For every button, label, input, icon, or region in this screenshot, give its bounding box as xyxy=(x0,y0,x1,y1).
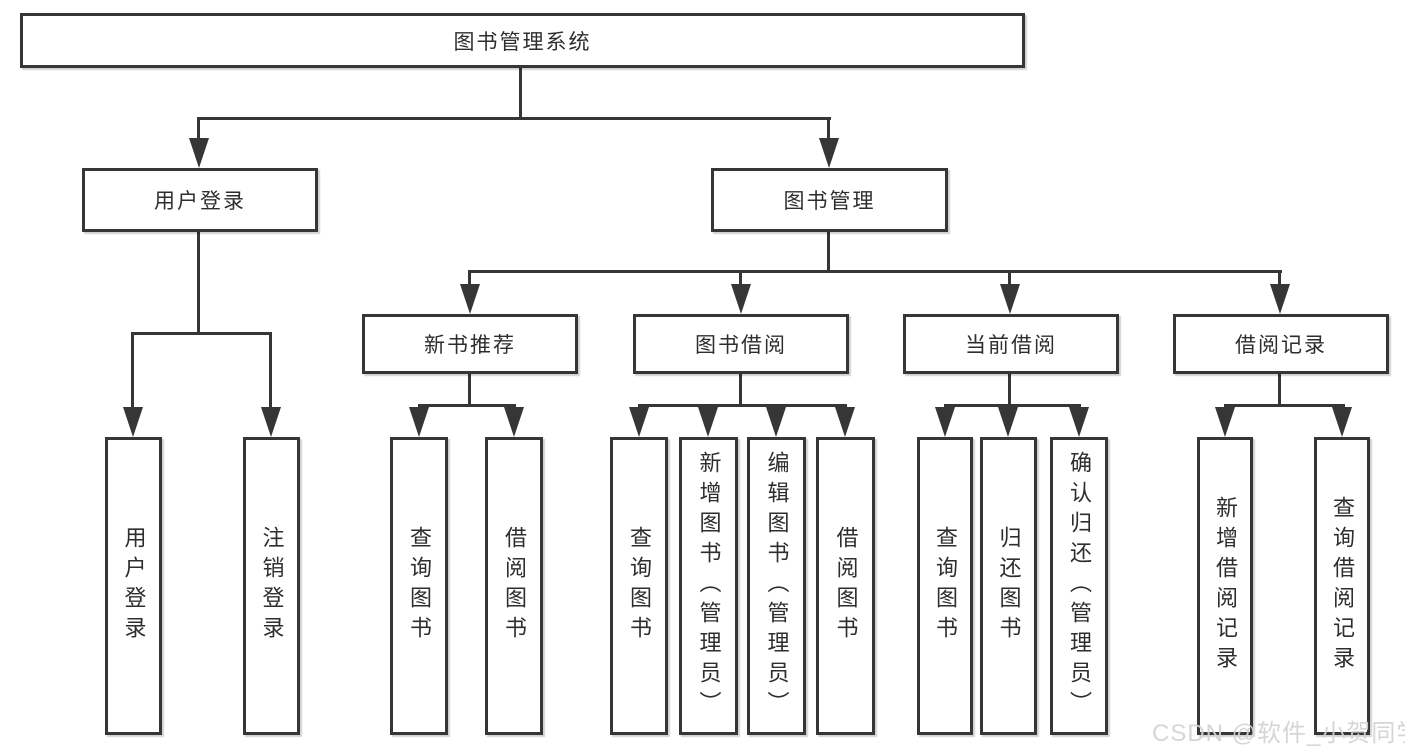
connector-drop-current xyxy=(1008,270,1011,288)
connector-drop-leaf-logout xyxy=(269,332,272,410)
connector-drop-records xyxy=(1278,270,1281,288)
leaf-confirm-return-admin: 确认归还（管理员） xyxy=(1050,437,1108,735)
arrowhead-down xyxy=(698,407,718,437)
node-root-label: 图书管理系统 xyxy=(453,30,592,54)
arrowhead-down xyxy=(998,407,1018,437)
connector-login-bar xyxy=(131,332,272,335)
node-book-borrow-label: 图书借阅 xyxy=(695,334,787,357)
arrowhead-down xyxy=(189,138,209,168)
leaf-confirm-return-admin-label: 确认归还（管理员） xyxy=(1067,451,1092,721)
node-user-login: 用户登录 xyxy=(82,168,318,232)
leaf-logout: 注销登录 xyxy=(243,437,300,735)
leaf-rec-query-book-label: 查询图书 xyxy=(407,526,432,646)
arrowhead-down xyxy=(835,407,855,437)
arrowhead-down xyxy=(1332,407,1352,437)
node-book-mgmt: 图书管理 xyxy=(711,168,948,232)
connector-drop-login xyxy=(197,117,200,142)
csdn-watermark: CSDN @软件_小贺同学 xyxy=(1152,720,1405,747)
arrowhead-down xyxy=(766,407,786,437)
arrowhead-down xyxy=(261,407,281,437)
connector-rec-stem xyxy=(468,374,471,407)
node-new-book-rec-label: 新书推荐 xyxy=(424,334,516,357)
leaf-query-borrow-record-label: 查询借阅记录 xyxy=(1330,496,1355,676)
arrowhead-down xyxy=(1069,407,1089,437)
connector-mgmt-stem xyxy=(827,232,830,273)
leaf-rec-borrow-book: 借阅图书 xyxy=(485,437,543,735)
connector-drop-rec xyxy=(468,270,471,288)
node-borrow-records: 借阅记录 xyxy=(1173,314,1389,374)
arrowhead-down xyxy=(1215,407,1235,437)
node-new-book-rec: 新书推荐 xyxy=(362,314,578,374)
leaf-query-borrow-record: 查询借阅记录 xyxy=(1314,437,1370,735)
connector-borrow-stem xyxy=(739,374,742,407)
leaf-cur-query-book-label: 查询图书 xyxy=(933,526,958,646)
connector-current-stem xyxy=(1008,374,1011,407)
leaf-return-book-label: 归还图书 xyxy=(996,526,1022,646)
leaf-user-login: 用户登录 xyxy=(105,437,162,735)
node-borrow-records-label: 借阅记录 xyxy=(1235,334,1327,357)
leaf-add-borrow-record: 新增借阅记录 xyxy=(1197,437,1253,735)
leaf-rec-query-book: 查询图书 xyxy=(390,437,448,735)
leaf-add-book-admin: 新增图书（管理员） xyxy=(679,437,738,735)
leaf-borrow-query-book-label: 查询图书 xyxy=(627,526,652,646)
leaf-borrow-query-book: 查询图书 xyxy=(610,437,668,735)
connector-mgmt-bar xyxy=(468,270,1282,273)
leaf-borrow-book: 借阅图书 xyxy=(816,437,875,735)
connector-drop-leaf-login xyxy=(131,332,134,410)
arrowhead-down xyxy=(409,407,429,437)
node-current-borrow-label: 当前借阅 xyxy=(965,334,1057,357)
leaf-add-book-admin-label: 新增图书（管理员） xyxy=(696,451,722,721)
leaf-return-book: 归还图书 xyxy=(980,437,1037,735)
connector-drop-mgmt xyxy=(827,117,830,142)
connector-root-stem xyxy=(519,68,522,119)
node-book-borrow: 图书借阅 xyxy=(633,314,849,374)
leaf-edit-book-admin-label: 编辑图书（管理员） xyxy=(764,451,790,721)
arrowhead-down xyxy=(1270,284,1290,314)
leaf-logout-label: 注销登录 xyxy=(259,526,285,646)
arrowhead-down xyxy=(629,407,649,437)
connector-borrow-bar xyxy=(638,404,847,407)
leaf-user-login-label: 用户登录 xyxy=(121,526,147,646)
leaf-add-borrow-record-label: 新增借阅记录 xyxy=(1213,496,1238,676)
arrowhead-down xyxy=(504,407,524,437)
connector-rec-bar xyxy=(418,404,516,407)
arrowhead-down xyxy=(731,284,751,314)
arrowhead-down xyxy=(935,407,955,437)
node-current-borrow: 当前借阅 xyxy=(903,314,1119,374)
connector-root-bar xyxy=(197,117,831,120)
node-root: 图书管理系统 xyxy=(20,13,1025,68)
node-user-login-label: 用户登录 xyxy=(154,190,246,213)
arrowhead-down xyxy=(1000,284,1020,314)
arrowhead-down xyxy=(123,407,143,437)
connector-records-bar xyxy=(1224,404,1345,407)
arrowhead-down xyxy=(460,284,480,314)
connector-drop-borrow xyxy=(739,270,742,288)
connector-current-bar xyxy=(944,404,1081,407)
connector-records-stem xyxy=(1278,374,1281,407)
connector-login-stem xyxy=(197,232,200,335)
leaf-edit-book-admin: 编辑图书（管理员） xyxy=(747,437,806,735)
arrowhead-down xyxy=(819,138,839,168)
node-book-mgmt-label: 图书管理 xyxy=(783,190,876,213)
leaf-cur-query-book: 查询图书 xyxy=(917,437,973,735)
leaf-rec-borrow-book-label: 借阅图书 xyxy=(502,526,527,646)
leaf-borrow-book-label: 借阅图书 xyxy=(833,526,859,646)
